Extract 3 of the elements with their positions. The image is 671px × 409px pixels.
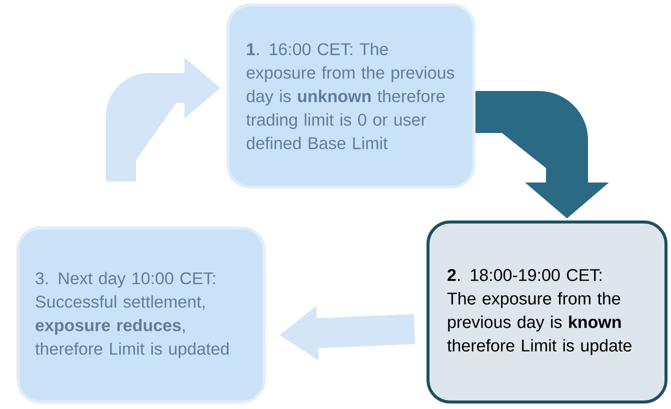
process-box: 2. 18:00-19:00 CET: The exposure from the previous day is known therefore Limit is update xyxy=(426,220,668,404)
process-box: 1. 16:00 CET: The exposure from the previous day is unknown therefore trading limit is 0 or user defined Base Limit xyxy=(226,4,476,188)
process-box: 3. Next day 10:00 CET: Successful settlement, exposure reduces, therefore Limit is updated xyxy=(16,226,266,404)
